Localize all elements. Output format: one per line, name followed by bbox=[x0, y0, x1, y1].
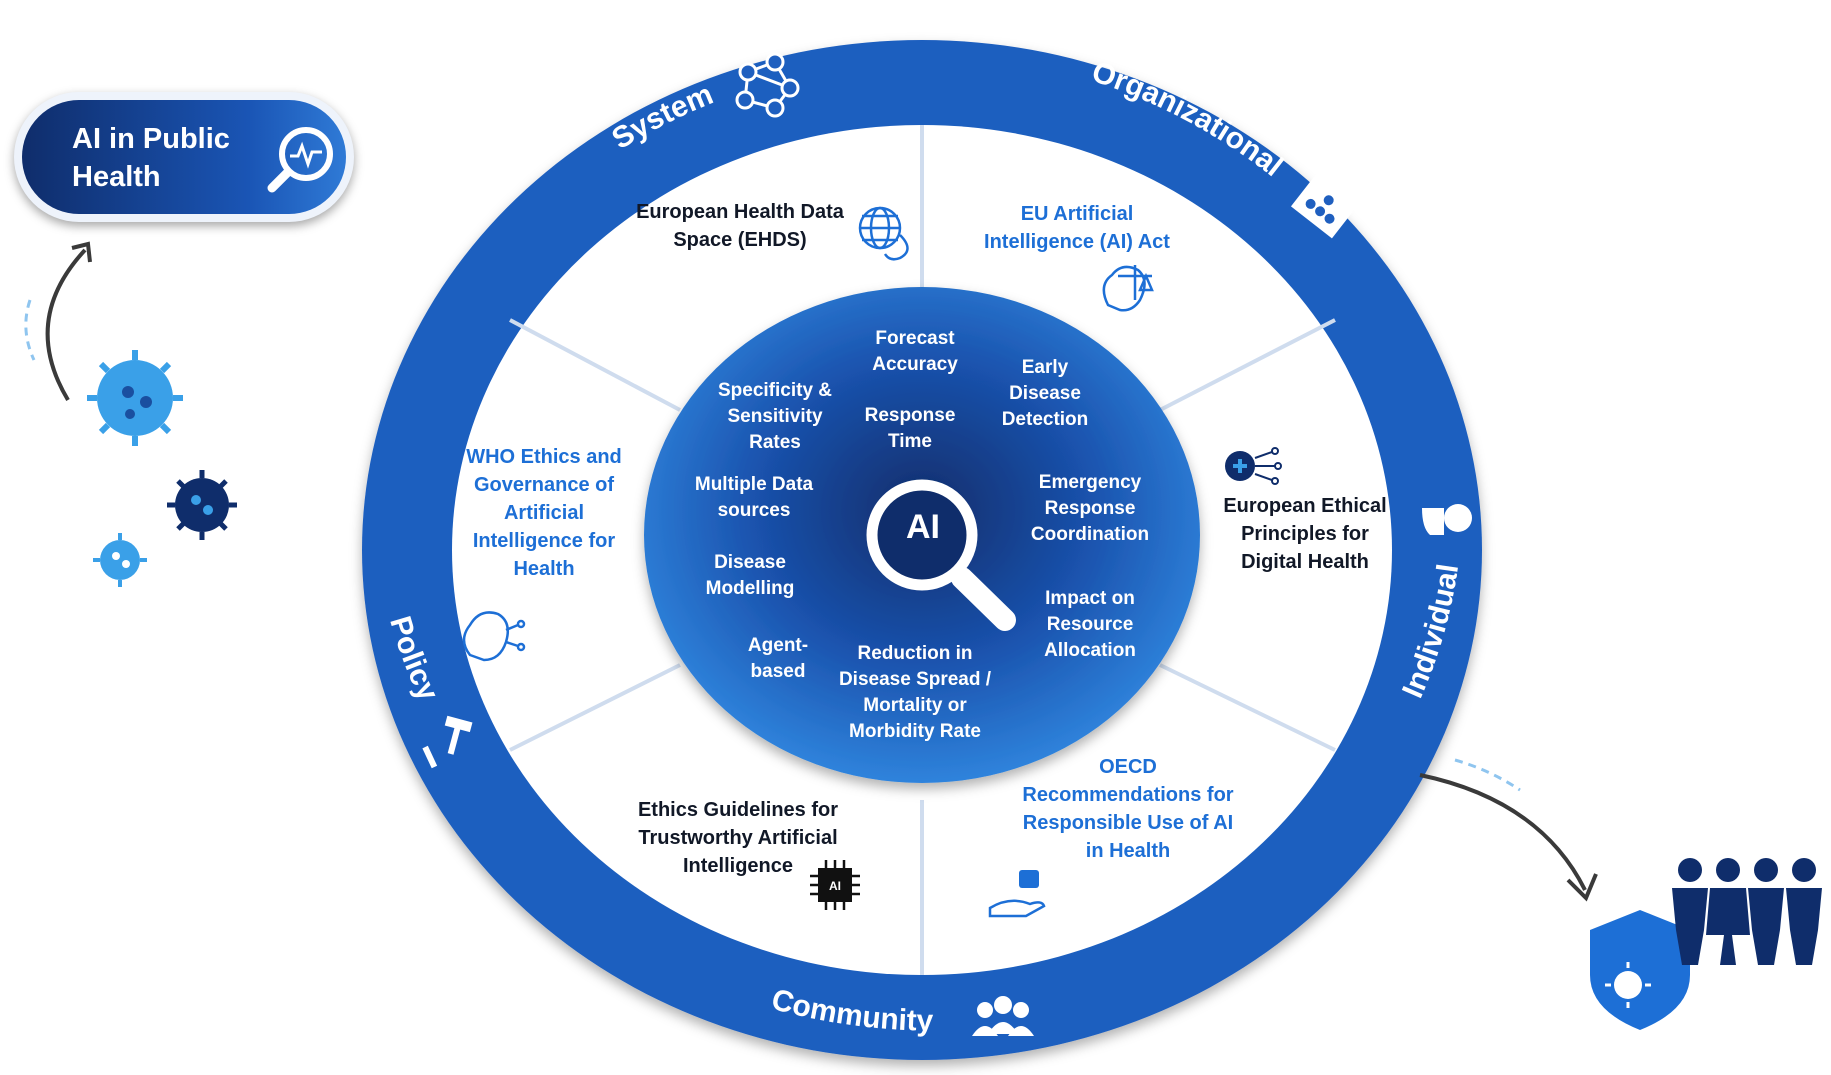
ai-label: AI bbox=[906, 508, 940, 546]
segment-oecd: OECD Recommendations for Responsible Use… bbox=[1022, 756, 1234, 862]
segment-ehds: European Health Data Space (EHDS) bbox=[636, 201, 844, 251]
brain-scales-icon bbox=[1102, 265, 1154, 312]
segment-ethics-guidelines: Ethics Guidelines for Trustworthy Artifi… bbox=[637, 799, 839, 877]
core-specificity-sensitivity: Specificity & Sensitivity Rates bbox=[717, 380, 833, 453]
segment-eu-ai-act: EU Artificial Intelligence (AI) Act bbox=[984, 203, 1170, 253]
person-icon bbox=[1422, 504, 1472, 535]
virus-icon bbox=[93, 533, 147, 587]
virus-icon bbox=[87, 350, 183, 446]
core-early-disease-detection: Early Disease Detection bbox=[1001, 357, 1089, 430]
virus-icon bbox=[167, 470, 237, 540]
ai-hand-icon bbox=[988, 870, 1046, 918]
ai-chip-icon: AI bbox=[810, 860, 860, 910]
core-multiple-data-sources: Multiple Data sources bbox=[694, 474, 814, 521]
gavel-icon bbox=[422, 715, 473, 769]
ai-public-health-badge: AI in Public Health bbox=[14, 92, 354, 222]
top-arrow bbox=[45, 248, 87, 402]
segment-dividers bbox=[509, 125, 1336, 975]
org-chart-icon bbox=[1290, 171, 1360, 239]
family-icon bbox=[1672, 858, 1822, 965]
segment-european-ethical-principles: European Ethical Principles for Digital … bbox=[1223, 495, 1387, 573]
badge-title: AI in Public Health bbox=[72, 123, 230, 193]
medical-circuit-icon bbox=[1225, 447, 1282, 485]
core-reduction-disease-spread: Reduction in Disease Spread / Mortality … bbox=[838, 643, 992, 742]
magnifier-icon bbox=[866, 479, 1016, 631]
network-icon bbox=[735, 52, 800, 118]
core-forecast-accuracy: Forecast Accuracy bbox=[872, 328, 958, 375]
health-search-icon bbox=[267, 127, 333, 193]
core-impact-resource: Impact on Resource Allocation bbox=[1044, 588, 1136, 661]
core-response-time: Response Time bbox=[864, 405, 956, 452]
globe-stethoscope-icon bbox=[858, 206, 909, 261]
core-emergency-response: Emergency Response Coordination bbox=[1030, 472, 1150, 545]
svg-text:AI: AI bbox=[829, 879, 841, 893]
segment-who: WHO Ethics and Governance of Artificial … bbox=[466, 446, 622, 580]
bottom-arrow bbox=[1419, 773, 1587, 891]
people-icon bbox=[972, 996, 1034, 1036]
brain-circuit-icon bbox=[462, 611, 526, 662]
core-disease-modelling: Disease Modelling bbox=[705, 552, 795, 599]
core-agent-based: Agent-based bbox=[747, 635, 809, 682]
shield-virus-icon bbox=[1590, 910, 1690, 1030]
